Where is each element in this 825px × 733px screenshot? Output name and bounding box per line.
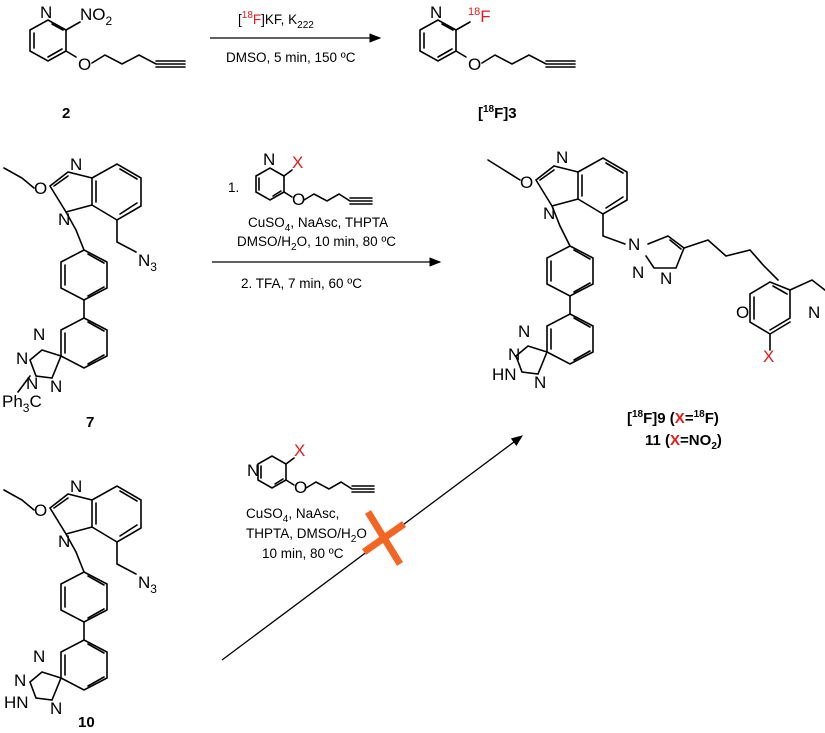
- conditions-line-2: DMSO/H2O, 10 min, 80 ºC: [237, 234, 396, 253]
- atom-n: N: [70, 477, 82, 496]
- atom-o: O: [292, 190, 305, 209]
- product-9-11: O N N N N N O N X N N N HN [18F]9 (X=18F…: [487, 148, 825, 452]
- atom-n: N: [70, 155, 82, 174]
- atom-n: N: [543, 204, 555, 223]
- compound-7: O N N N3 N N N N Ph3C 7: [2, 155, 157, 431]
- compound-label-18f-3: [18F]3: [478, 104, 517, 122]
- atom-n: N: [518, 322, 530, 341]
- atom-n: N: [14, 671, 26, 690]
- atom-n: N: [58, 532, 70, 551]
- atom-x: X: [294, 441, 305, 460]
- compound-2: N NO2 O 2: [29, 3, 186, 122]
- atom-hn: HN: [4, 693, 29, 712]
- atom-no2: NO2: [80, 5, 113, 28]
- compound-label-2: 2: [62, 105, 70, 122]
- atom-n: N: [33, 325, 45, 344]
- atom-n: N: [556, 148, 568, 167]
- product-label-18f-9: [18F]9 (X=18F): [627, 409, 719, 427]
- conditions-line-2: THPTA, DMSO/H2O: [246, 526, 367, 545]
- atom-n3: N3: [138, 573, 157, 596]
- compound-label-7: 7: [86, 414, 94, 431]
- atom-n: N: [808, 303, 820, 322]
- conditions-line-1: CuSO4, NaAsc,: [246, 506, 339, 525]
- compound-label-10: 10: [78, 714, 95, 731]
- reaction-1-conditions: DMSO, 5 min, 150 ºC: [226, 50, 356, 65]
- atom-n: N: [50, 377, 62, 396]
- atom-o: O: [34, 179, 47, 198]
- atom-hn: HN: [492, 365, 517, 384]
- conditions-line-1: CuSO4, NaAsc, THPTA: [248, 215, 388, 234]
- atom-x: X: [292, 153, 303, 172]
- atom-n: N: [247, 461, 259, 480]
- atom-n: N: [660, 269, 672, 288]
- atom-n: N: [26, 374, 38, 393]
- arrow-reaction-1: [18F]KF, K222 DMSO, 5 min, 150 ºC: [210, 10, 382, 65]
- atom-x: X: [763, 347, 774, 366]
- atom-n3: N3: [138, 251, 157, 274]
- atom-trityl: Ph3C: [2, 392, 42, 415]
- atom-n: N: [534, 373, 546, 392]
- atom-o: O: [736, 303, 749, 322]
- compound-18f-3: N 18F O [18F]3: [419, 3, 576, 122]
- atom-o: O: [78, 55, 91, 74]
- atom-o: O: [294, 478, 307, 497]
- atom-n: N: [263, 150, 275, 169]
- atom-n: N: [33, 647, 45, 666]
- atom-o: O: [468, 55, 481, 74]
- atom-n: N: [430, 3, 442, 22]
- reagent-18f-kf: [18F]KF, K222: [238, 10, 314, 31]
- conditions-step-2: 2. TFA, 7 min, 60 ºC: [241, 276, 362, 291]
- atom-n: N: [508, 345, 520, 364]
- atom-18f: 18F: [468, 6, 491, 26]
- product-label-11: 11 (X=NO2): [645, 432, 722, 452]
- step-1-number: 1.: [228, 180, 239, 195]
- arrow-reaction-3: N X O CuSO4, NaAsc, THPTA, DMSO/H2O 10 m…: [221, 435, 523, 661]
- cross-mark-icon: [361, 510, 407, 566]
- atom-n: N: [16, 349, 28, 368]
- conditions-line-3: 10 min, 80 ºC: [262, 546, 344, 561]
- atom-n: N: [58, 210, 70, 229]
- atom-o: O: [34, 501, 47, 520]
- atom-n: N: [40, 3, 52, 22]
- atom-n: N: [628, 235, 640, 254]
- atom-n: N: [632, 263, 644, 282]
- compound-10: O N N N3 N N N HN 10: [3, 477, 157, 731]
- atom-n: N: [50, 699, 62, 718]
- atom-o: O: [520, 173, 533, 192]
- arrow-reaction-2: 1. N X O CuSO4, NaAsc, THPTA DMSO/H2O, 1…: [212, 150, 442, 291]
